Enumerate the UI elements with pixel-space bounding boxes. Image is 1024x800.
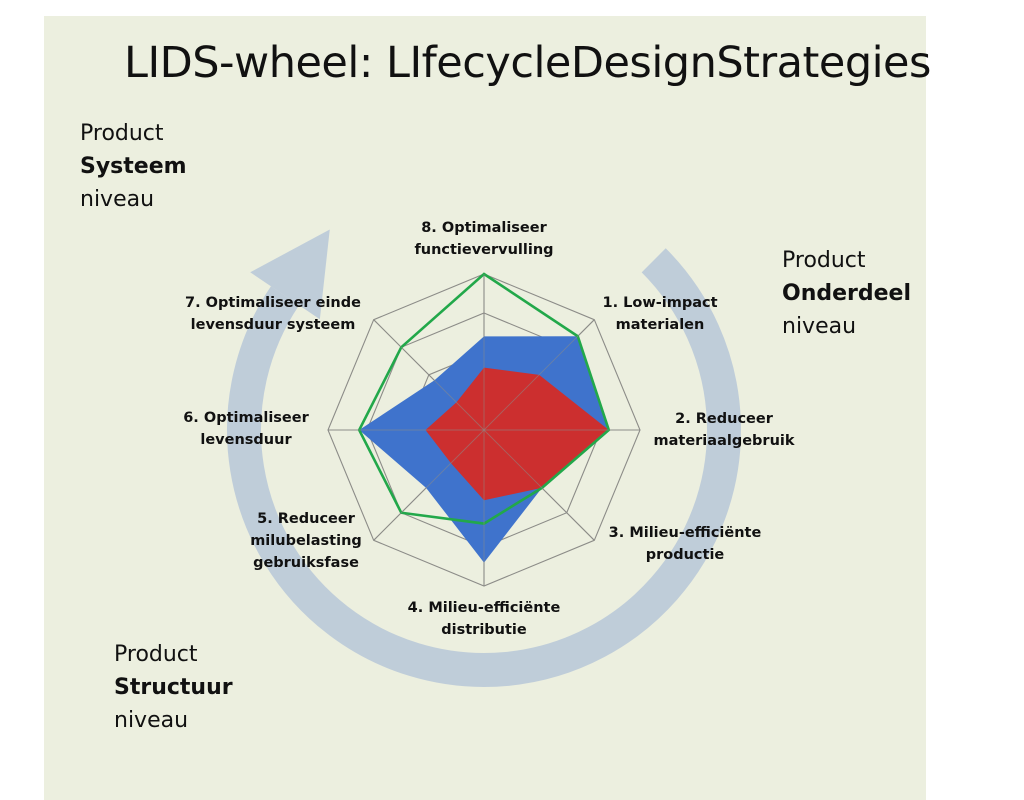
- axis-label-line: 1. Low-impact: [602, 295, 717, 311]
- cycle-arrow-head: [250, 229, 330, 320]
- axis-label-line: materialen: [616, 317, 705, 333]
- axis-label-line: levensduur systeem: [191, 317, 356, 333]
- level-label-structuur: Product Structuur niveau: [114, 638, 233, 737]
- axis-label-line: distributie: [441, 622, 527, 638]
- level-line: Structuur: [114, 675, 233, 700]
- axis-label-line: 7. Optimaliseer einde: [185, 295, 361, 311]
- axis-label-7: 7. Optimaliseer einde levensduur systeem: [185, 295, 361, 333]
- page-title: LIDS-wheel: LIfecycleDesignStrategies: [124, 38, 931, 88]
- level-line: Product: [782, 248, 866, 273]
- axis-label-line: 6. Optimaliseer: [183, 410, 309, 426]
- axis-label-2: 2. Reduceer materiaalgebruik: [654, 411, 795, 449]
- axis-label-line: materiaalgebruik: [654, 433, 795, 449]
- level-line: niveau: [114, 708, 189, 733]
- axis-label-line: 5. Reduceer: [257, 511, 356, 527]
- axis-label-line: gebruiksfase: [253, 555, 359, 571]
- grid-spoke-overlay: [373, 319, 485, 431]
- cycle-arrow: [227, 229, 741, 687]
- level-line: Product: [114, 642, 198, 667]
- level-line: Onderdeel: [782, 281, 912, 306]
- axis-labels: 8. Optimaliseer functievervulling 1. Low-i…: [183, 220, 795, 638]
- axis-label-4: 4. Milieu-efficiënte distributie: [408, 600, 561, 638]
- axis-label-5: 5. Reduceer milubelasting gebruiksfase: [250, 511, 362, 571]
- axis-label-line: milubelasting: [250, 533, 362, 549]
- axis-label-line: 3. Milieu-efficiënte: [609, 525, 762, 541]
- axis-label-0: 8. Optimaliseer functievervulling: [414, 220, 553, 258]
- axis-label-line: levensduur: [200, 432, 292, 448]
- series-area: [425, 367, 609, 501]
- axis-label-line: functievervulling: [414, 242, 553, 258]
- radar-series: [328, 272, 640, 586]
- level-label-onderdeel: Product Onderdeel niveau: [782, 244, 911, 343]
- grid-spoke-overlay: [373, 429, 485, 541]
- axis-label-3: 3. Milieu-efficiënte productie: [609, 525, 762, 563]
- axis-label-1: 1. Low-impact materialen: [602, 295, 717, 333]
- cycle-arrow-arc: [227, 248, 741, 687]
- level-line: Systeem: [80, 154, 187, 179]
- axis-label-line: 4. Milieu-efficiënte: [408, 600, 561, 616]
- level-line: niveau: [782, 314, 857, 339]
- axis-label-line: productie: [646, 547, 725, 563]
- grid-spoke-overlay: [483, 429, 595, 541]
- axis-label-6: 6. Optimaliseer levensduur: [183, 410, 309, 448]
- level-line: Product: [80, 121, 164, 146]
- axis-label-line: 8. Optimaliseer: [421, 220, 547, 236]
- level-label-systeem: Product Systeem niveau: [80, 117, 187, 216]
- level-line: niveau: [80, 187, 155, 212]
- axis-label-line: 2. Reduceer: [675, 411, 774, 427]
- grid-spoke-overlay: [483, 319, 595, 431]
